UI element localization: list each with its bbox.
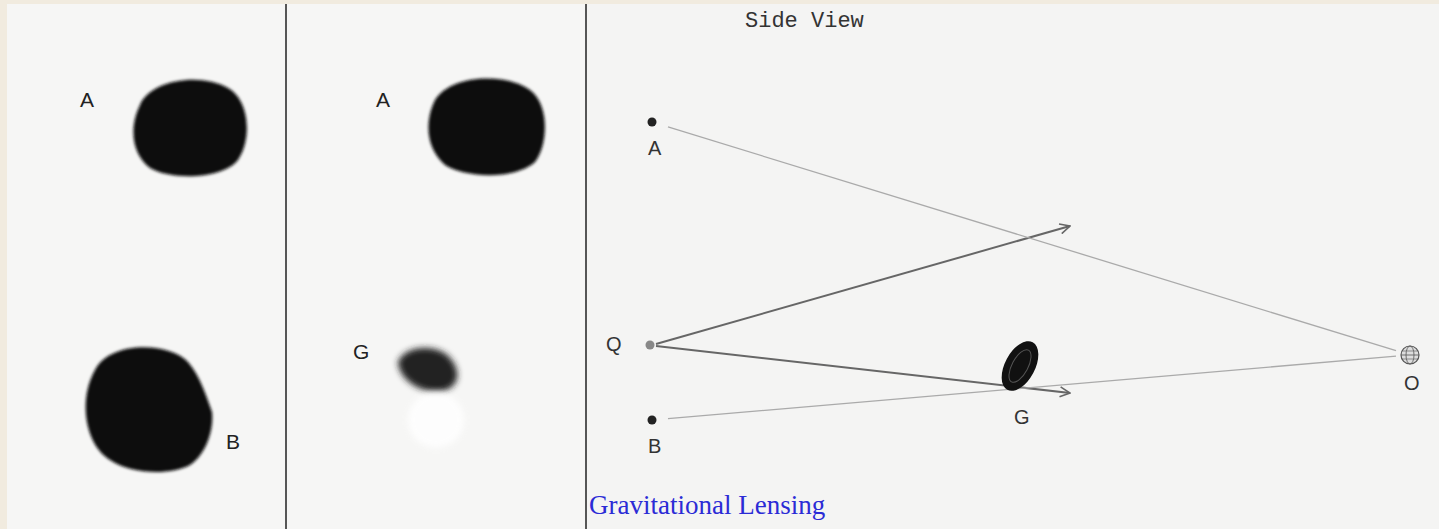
middle-photo: [287, 4, 585, 529]
point-label: G: [1014, 406, 1030, 429]
point-label: B: [648, 435, 661, 458]
image-label: A: [80, 88, 94, 112]
source-point: B: [640, 408, 668, 466]
quasar-point: Q: [604, 332, 662, 358]
lensing-galaxy: [398, 348, 457, 392]
image-label: B: [226, 430, 240, 454]
panel-ground: [7, 4, 1439, 529]
panel-divider: [285, 4, 287, 529]
light-ray: [656, 226, 1070, 344]
subtracted-image: [408, 392, 464, 448]
sight-line: [668, 127, 1396, 351]
quasar-image-b: [86, 347, 213, 472]
lens-galaxy: G: [988, 330, 1054, 431]
observer-earth: O: [1396, 343, 1424, 399]
figure-caption: Gravitational Lensing: [589, 490, 825, 521]
point-label: Q: [606, 333, 622, 356]
quasar-image-a: [133, 80, 246, 176]
panel-divider: [585, 4, 587, 529]
point-label: O: [1404, 372, 1420, 395]
quasar-image-a: [428, 79, 544, 176]
view-title: Side View: [745, 9, 864, 34]
source-point: A: [640, 110, 668, 168]
left-photo: [7, 4, 285, 529]
image-label: A: [376, 88, 390, 112]
image-label: G: [353, 340, 369, 364]
point-label: A: [648, 137, 661, 160]
